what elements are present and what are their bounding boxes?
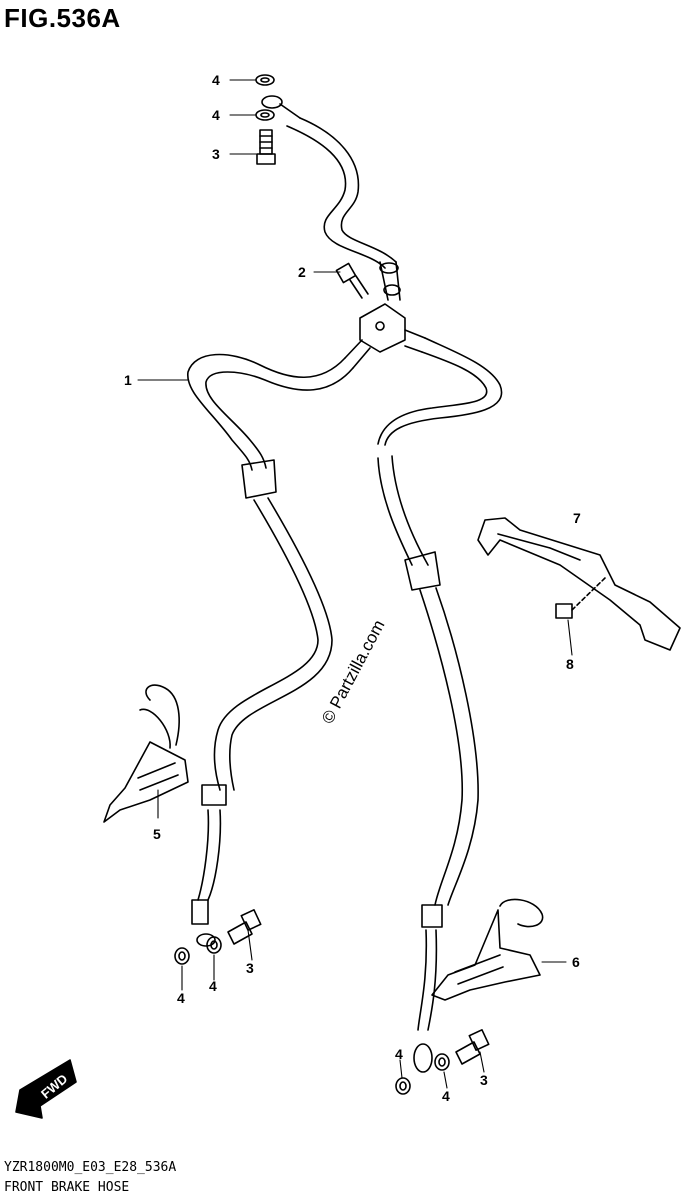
washer-lower-right-1 [395,1077,411,1095]
callout-1: 1 [124,372,132,388]
bolt-8 [555,577,606,619]
washer-top-1 [255,74,275,86]
union-bolt-lower-right [455,1028,490,1065]
upper-brake-hose [261,95,401,301]
callout-3-lower-left: 3 [246,960,254,976]
callout-4-lower-left-2: 4 [209,978,217,994]
bracket-7 [477,517,681,651]
hose-clamp-6 [431,898,544,1001]
callout-4-lower-left-1: 4 [177,990,185,1006]
hose-joint [359,303,406,353]
callout-2: 2 [298,264,306,280]
fwd-arrow-icon [15,1059,77,1119]
callout-3-top: 3 [212,146,220,162]
washer-top-2 [255,109,275,121]
callout-3-lower-right: 3 [480,1072,488,1088]
callout-7: 7 [573,510,581,526]
callout-4-top-2: 4 [212,107,220,123]
model-code: YZR1800M0_E03_E28_536A [4,1160,177,1175]
hose-clamp-5 [103,684,189,823]
bolt-2 [335,262,369,299]
washer-lower-left-2 [206,936,222,954]
callout-4-lower-right-1: 4 [395,1046,403,1062]
left-brake-hose [187,339,371,947]
callout-6: 6 [572,954,580,970]
callout-5: 5 [153,826,161,842]
right-brake-hose [377,329,503,1073]
union-bolt-lower-left [227,908,262,945]
section-name: FRONT BRAKE HOSE [4,1180,130,1195]
callout-4-top-1: 4 [212,72,220,88]
callout-8: 8 [566,656,574,672]
washer-lower-right-2 [434,1053,450,1071]
washer-lower-left-1 [174,947,190,965]
union-bolt-top [256,129,276,165]
callout-4-lower-right-2: 4 [442,1088,450,1104]
figure-title: FIG.536A [4,3,121,33]
